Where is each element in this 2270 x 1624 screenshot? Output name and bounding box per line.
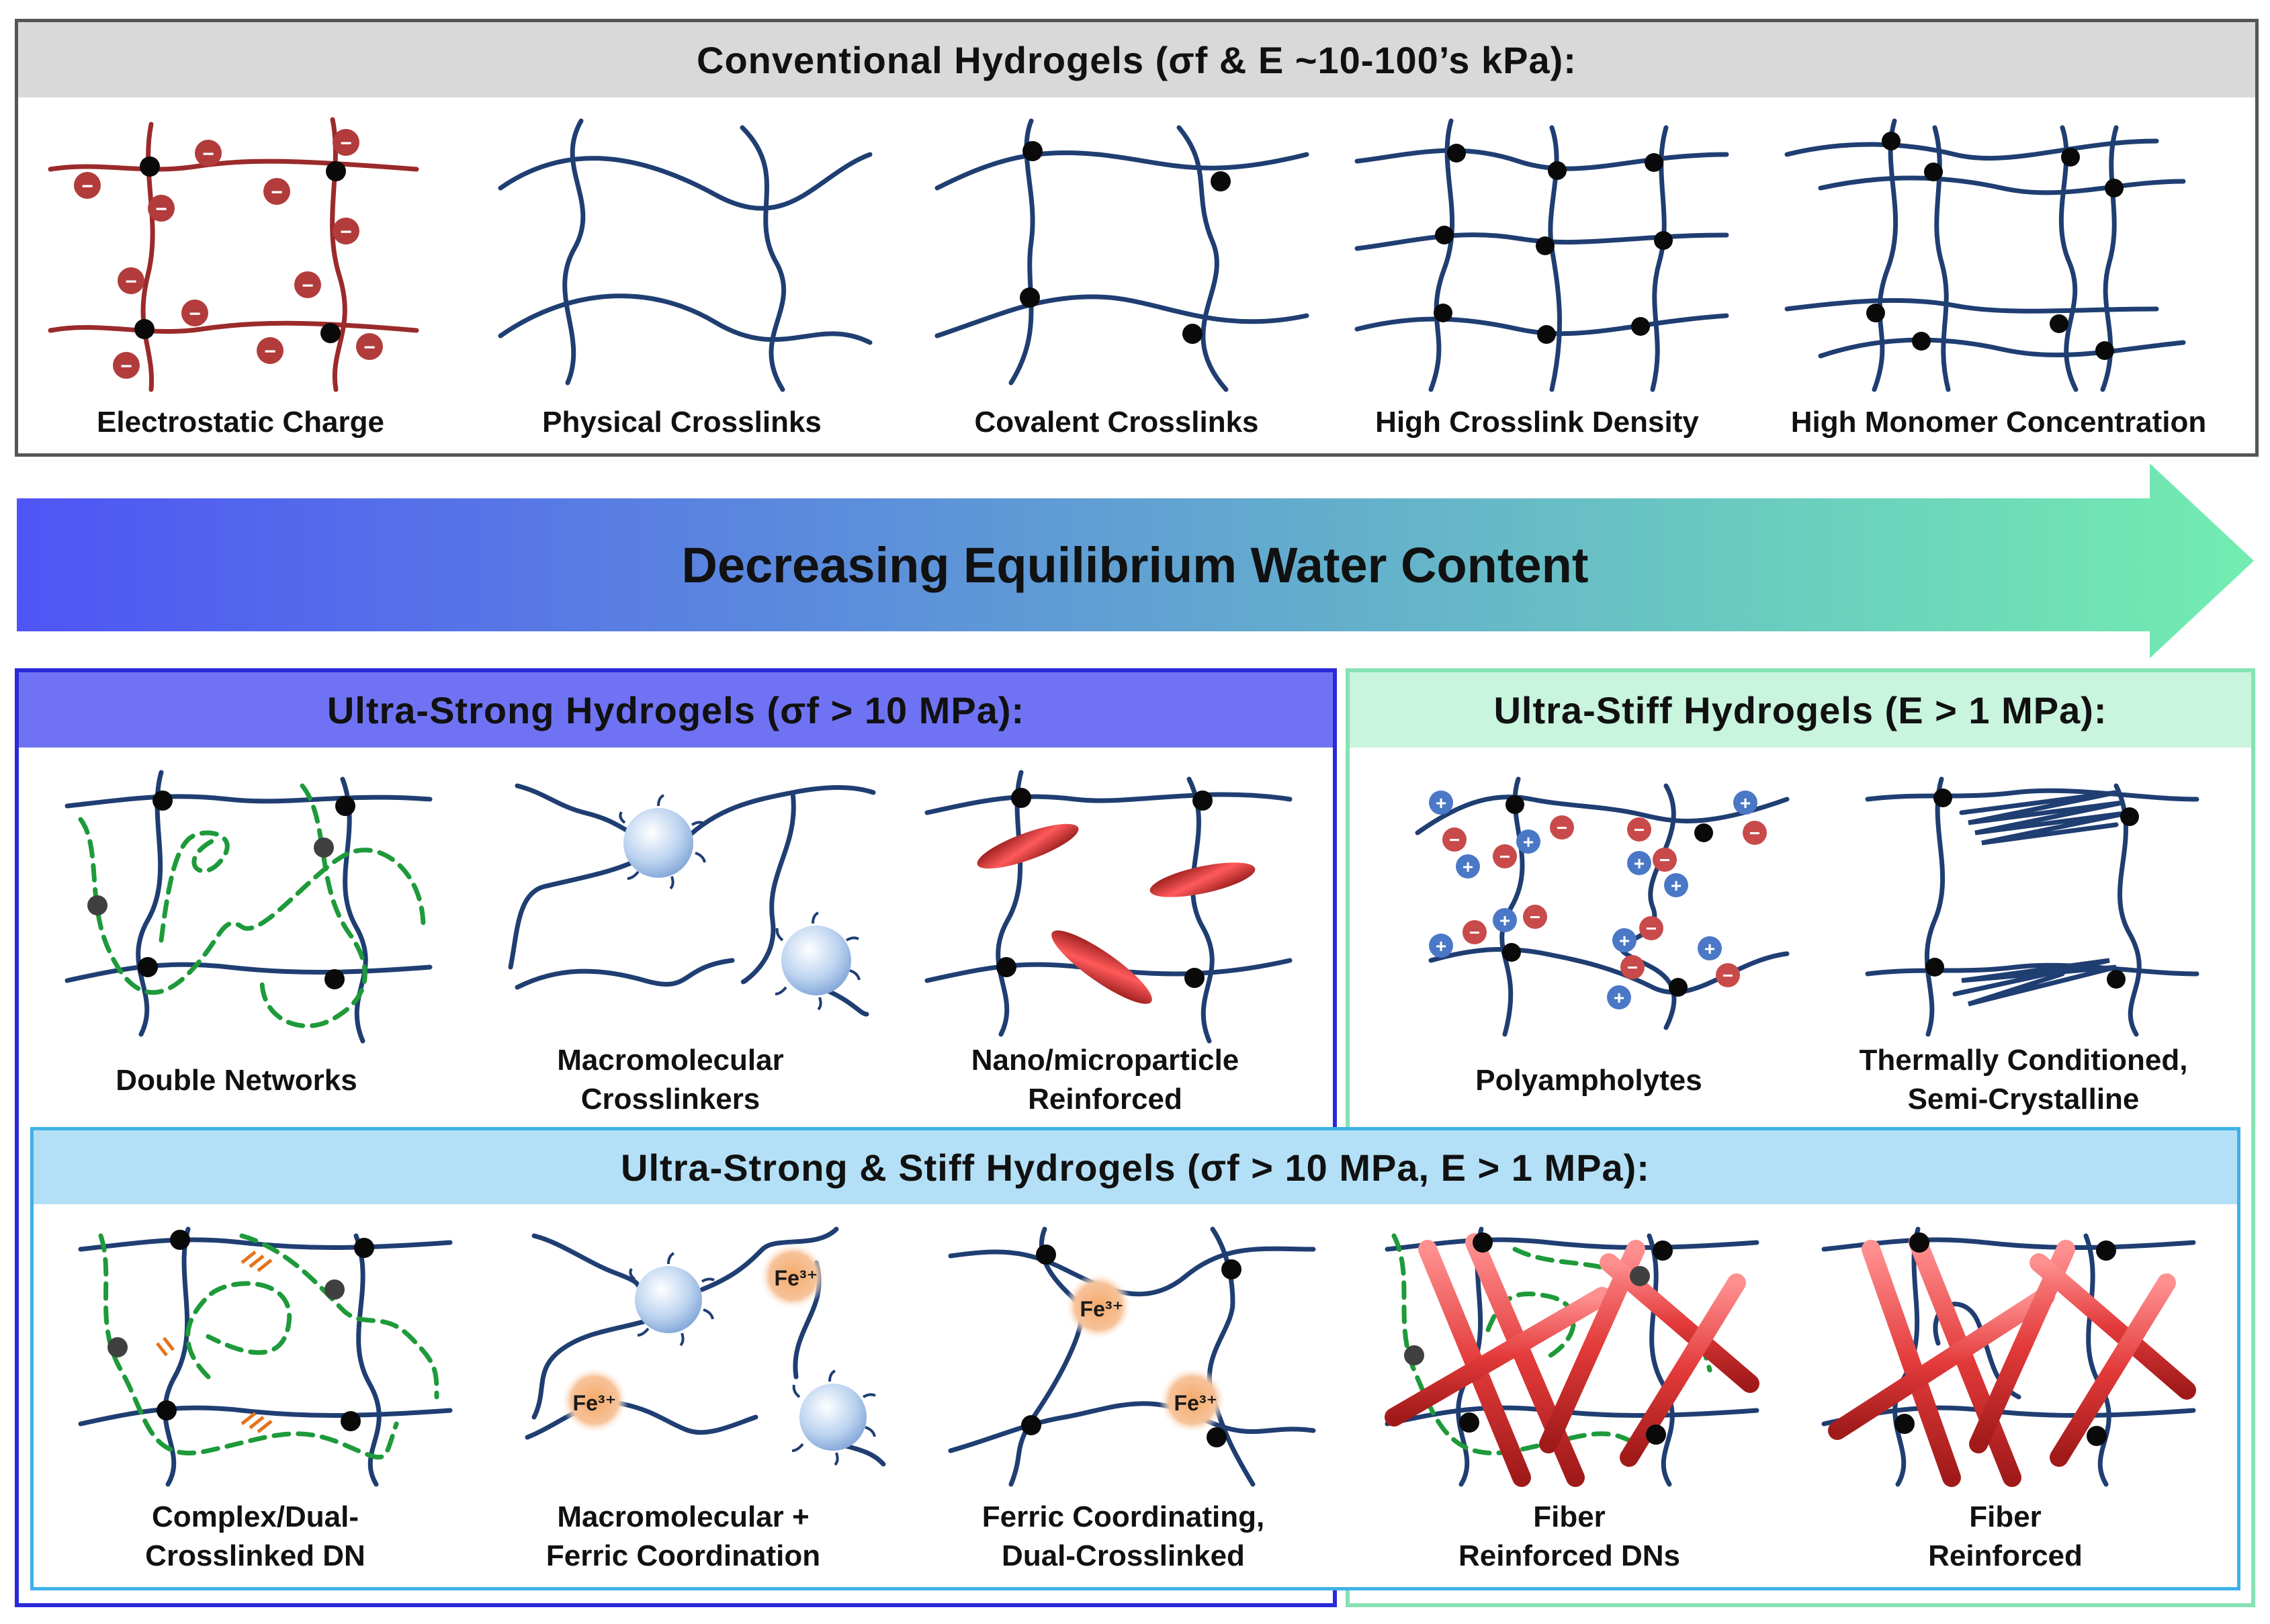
arrow-label: Decreasing Equilibrium Water Content	[681, 537, 1589, 593]
diagram-ferric-dual-crosslinked: Fe³⁺ Fe³⁺	[948, 1226, 1316, 1487]
label-complex-dual-crosslinked-dn: Complex/Dual-Crosslinked DN	[145, 1500, 365, 1572]
label-high-crosslink-density: High Crosslink Density	[1375, 406, 1699, 439]
diagram-double-networks	[64, 770, 433, 1044]
diagram-fiber-reinforced-dns	[1385, 1226, 1759, 1487]
svg-text:+: +	[1704, 938, 1715, 959]
diagram-semi-crystalline	[1865, 776, 2199, 1037]
fe-ion-label-2: Fe³⁺	[573, 1391, 617, 1415]
label-macromolecular-ferric: Macromolecular +Ferric Coordination	[545, 1500, 821, 1572]
decreasing-water-content-arrow	[17, 463, 2254, 658]
diagram-physical-crosslinks	[498, 118, 873, 392]
svg-text:−: −	[1722, 965, 1733, 986]
svg-text:+: +	[1499, 910, 1510, 931]
svg-text:−: −	[1499, 846, 1510, 867]
ultra-strong-title: Ultra-Strong Hydrogels (σf > 10 MPa):	[326, 688, 1025, 731]
svg-text:−: −	[1469, 922, 1480, 943]
svg-text:−: −	[1646, 918, 1657, 939]
svg-text:−: −	[264, 341, 276, 363]
svg-text:+: +	[1523, 831, 1534, 852]
svg-text:−: −	[81, 175, 93, 197]
svg-text:−: −	[120, 355, 132, 377]
negative-charge-icons: − − − − − − − − − − − −	[74, 129, 383, 379]
diagram-high-monomer-concentration	[1784, 118, 2186, 392]
svg-text:+: +	[1619, 930, 1630, 951]
svg-text:+: +	[1436, 936, 1446, 956]
diagram-covalent-crosslinks	[934, 118, 1309, 392]
conventional-header: Conventional Hydrogels (σf & E ~10-100’s…	[18, 22, 2255, 97]
label-ferric-dual-crosslinked: Ferric Coordinating,Dual-Crosslinked	[981, 1500, 1265, 1572]
svg-text:−: −	[1530, 907, 1540, 928]
label-semi-crystalline: Thermally Conditioned,Semi-Crystalline	[1859, 1044, 2188, 1116]
svg-text:−: −	[340, 221, 352, 243]
nanoparticle-icon	[623, 808, 851, 995]
svg-text:−: −	[125, 271, 137, 293]
svg-text:−: −	[1634, 819, 1645, 840]
fe-ion-label-4: Fe³⁺	[1174, 1391, 1218, 1415]
label-physical-crosslinks: Physical Crosslinks	[542, 406, 822, 439]
diagram-electrostatic-charge: − − − − − − − − − − − −	[48, 117, 419, 392]
label-double-networks: Double Networks	[116, 1064, 357, 1097]
svg-text:+: +	[1740, 793, 1751, 813]
svg-text:+: +	[1614, 987, 1624, 1008]
fe-ion-label-1: Fe³⁺	[775, 1266, 818, 1290]
svg-text:−: −	[302, 275, 314, 297]
diagram-complex-dual-crosslinked-dn	[78, 1226, 453, 1487]
svg-text:−: −	[1557, 817, 1567, 838]
svg-text:−: −	[271, 181, 283, 204]
svg-text:−: −	[189, 303, 201, 325]
ultra-strong-header: Ultra-Strong Hydrogels (σf > 10 MPa):	[19, 672, 1333, 748]
diagram-fiber-reinforced	[1821, 1226, 2196, 1487]
svg-text:−: −	[363, 336, 376, 359]
diagram-macromolecular-crosslinkers	[508, 783, 876, 1017]
strong-stiff-header: Ultra-Strong & Stiff Hydrogels (σf > 10 …	[34, 1130, 2237, 1204]
svg-text:−: −	[340, 132, 352, 154]
svg-text:−: −	[155, 198, 167, 220]
svg-text:−: −	[1749, 823, 1760, 844]
diagram-polyampholytes: + − + − + − − + − + + − + − + − − + − + …	[1415, 776, 1790, 1037]
svg-text:+: +	[1436, 793, 1446, 813]
svg-text:−: −	[1449, 829, 1460, 850]
label-polyampholytes: Polyampholytes	[1475, 1064, 1702, 1097]
diagram-macromolecular-ferric: Fe³⁺ Fe³⁺	[525, 1226, 886, 1467]
svg-text:−: −	[1627, 957, 1638, 978]
fe-ion-label-3: Fe³⁺	[1080, 1297, 1124, 1321]
svg-text:−: −	[1659, 850, 1670, 870]
svg-text:+: +	[1634, 853, 1645, 874]
svg-text:+: +	[1671, 875, 1682, 896]
diagram-nanoparticle-reinforced	[924, 770, 1293, 1044]
diagram-high-crosslink-density	[1354, 118, 1729, 392]
label-high-monomer-concentration: High Monomer Concentration	[1790, 406, 2207, 439]
ultra-stiff-header: Ultra-Stiff Hydrogels (E > 1 MPa):	[1350, 672, 2251, 748]
ultra-stiff-title: Ultra-Stiff Hydrogels (E > 1 MPa):	[1493, 688, 2107, 731]
conventional-panel: Conventional Hydrogels (σf & E ~10-100’s…	[15, 19, 2259, 457]
strong-stiff-title: Ultra-Strong & Stiff Hydrogels (σf > 10 …	[621, 1146, 1650, 1189]
strong-stiff-panel: Ultra-Strong & Stiff Hydrogels (σf > 10 …	[30, 1127, 2240, 1590]
svg-text:−: −	[202, 143, 214, 165]
label-covalent-crosslinks: Covalent Crosslinks	[974, 406, 1259, 439]
conventional-title: Conventional Hydrogels (σf & E ~10-100’s…	[697, 38, 1577, 81]
label-electrostatic-charge: Electrostatic Charge	[97, 406, 384, 439]
svg-text:+: +	[1463, 856, 1473, 877]
